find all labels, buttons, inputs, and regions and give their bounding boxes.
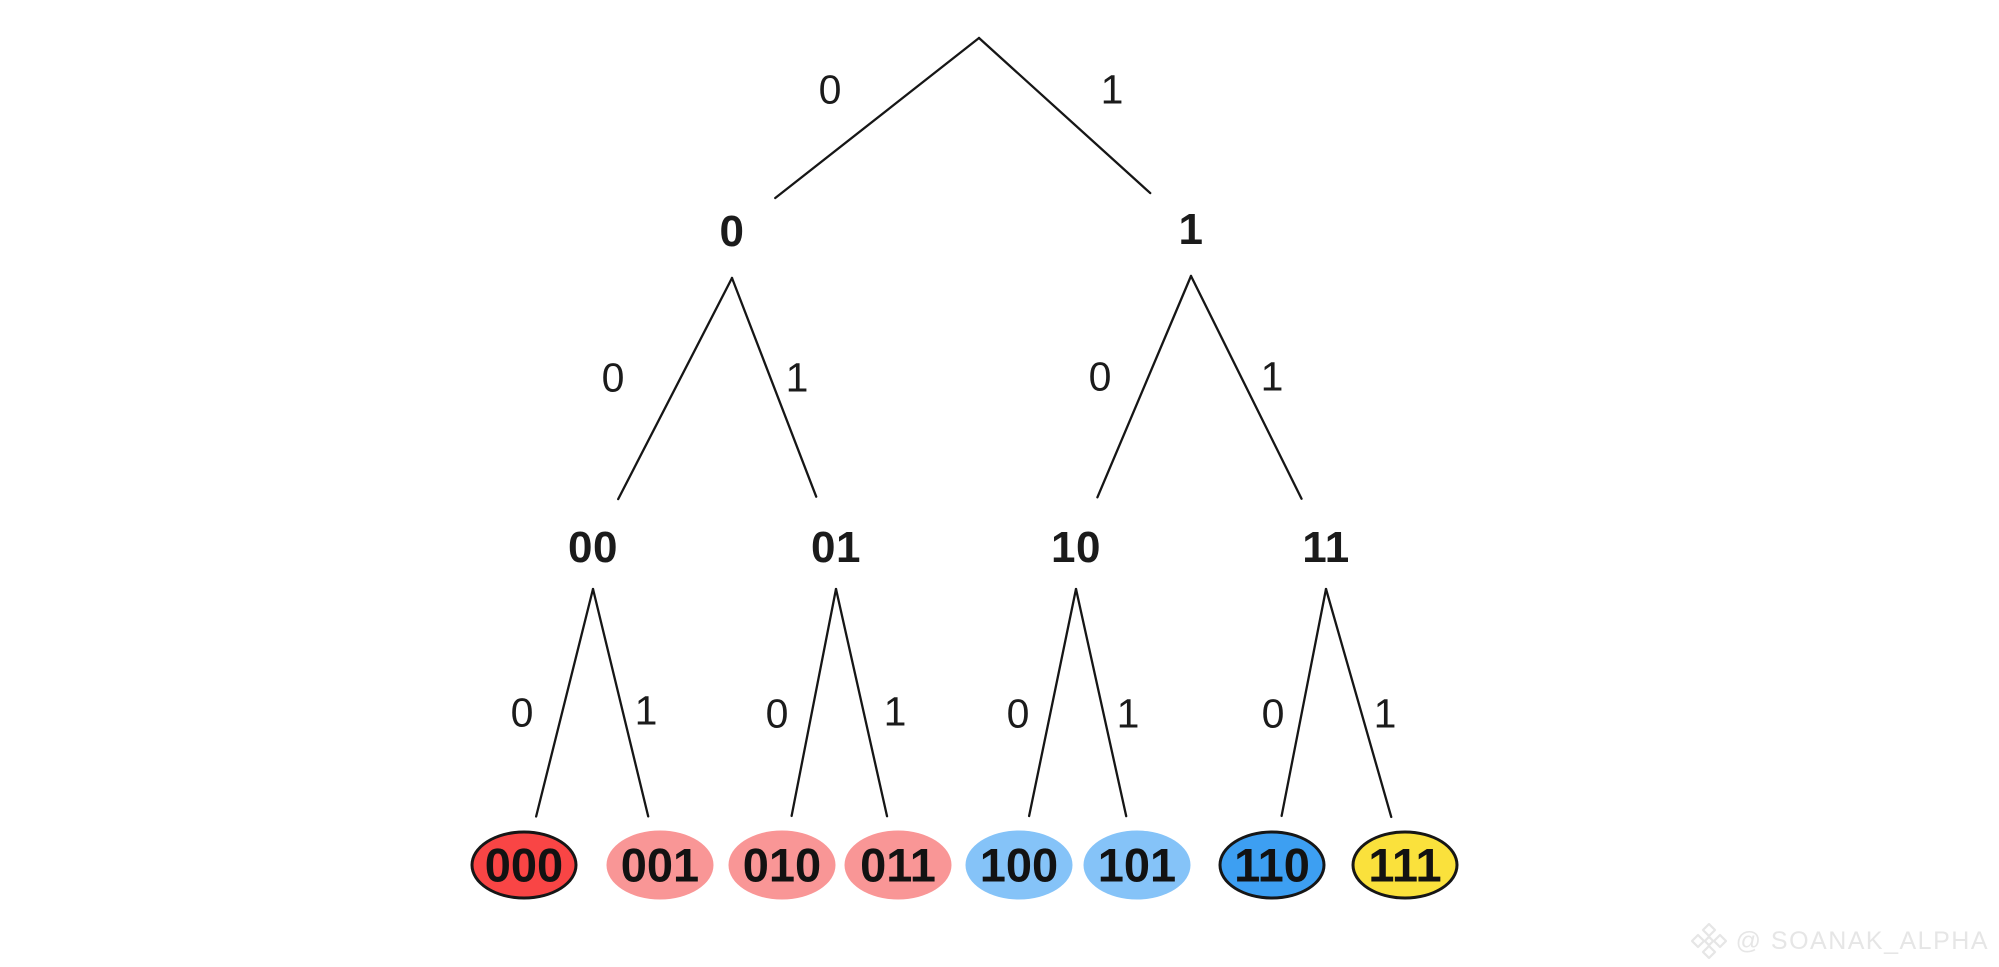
- node-11: 11: [1302, 523, 1350, 572]
- leaf-101: 101: [1083, 830, 1191, 900]
- tree-edge: [617, 276, 734, 501]
- edge-label: 1: [634, 687, 658, 734]
- edge-label: 1: [1116, 690, 1140, 737]
- node-1: 1: [1178, 205, 1204, 254]
- leaf-label: 011: [860, 838, 936, 892]
- leaf-label: 110: [1234, 838, 1310, 892]
- leaf-label: 001: [620, 838, 700, 892]
- edge-label: 1: [883, 688, 907, 735]
- edge-label: 1: [1373, 690, 1397, 737]
- edge-label: 0: [1006, 690, 1030, 737]
- edge-label: 0: [601, 354, 625, 401]
- tree-edge: [1189, 274, 1303, 500]
- tree-edge: [774, 36, 981, 200]
- edge-label: 0: [1261, 690, 1285, 737]
- leaf-100: 100: [965, 830, 1073, 900]
- edge-label: 0: [765, 690, 789, 737]
- diamond-logo-icon: [1690, 923, 1727, 959]
- edge-label: 1: [1260, 353, 1284, 400]
- node-10: 10: [1051, 523, 1101, 572]
- leaf-label: 010: [742, 838, 822, 892]
- leaf-110: 110: [1218, 830, 1326, 900]
- leaf-001: 001: [606, 830, 714, 900]
- leaf-label: 101: [1097, 838, 1177, 892]
- node-0: 0: [719, 207, 745, 256]
- edge-label: 1: [785, 354, 809, 401]
- leaf-label: 000: [484, 838, 564, 892]
- edge-label: 0: [818, 66, 842, 113]
- edge-label: 0: [510, 689, 534, 736]
- tree-edge: [534, 587, 595, 818]
- leaf-label: 100: [979, 838, 1059, 892]
- tree-edge: [977, 36, 1152, 195]
- tree-edge: [1324, 587, 1393, 819]
- tree-edge: [790, 587, 838, 818]
- leaf-011: 011: [844, 830, 952, 900]
- tree-edge: [1280, 587, 1328, 818]
- edge-label: 0: [1088, 353, 1112, 400]
- tree-edge: [591, 587, 650, 818]
- tree-edge: [1027, 587, 1078, 818]
- node-00: 00: [568, 523, 618, 572]
- leaf-000: 000: [470, 830, 578, 900]
- watermark-text: @ SOANAK_ALPHA: [1735, 926, 1989, 955]
- watermark: @ SOANAK_ALPHA: [1690, 923, 1989, 959]
- leaf-010: 010: [728, 830, 836, 900]
- edge-label: 1: [1100, 66, 1124, 113]
- tree-edge: [1096, 274, 1193, 499]
- tree-edge: [730, 276, 818, 498]
- leaf-111: 111: [1351, 830, 1459, 900]
- leaf-label: 111: [1368, 838, 1442, 892]
- tree-edge: [1074, 587, 1128, 818]
- tree-edge: [834, 587, 889, 818]
- node-01: 01: [811, 523, 861, 572]
